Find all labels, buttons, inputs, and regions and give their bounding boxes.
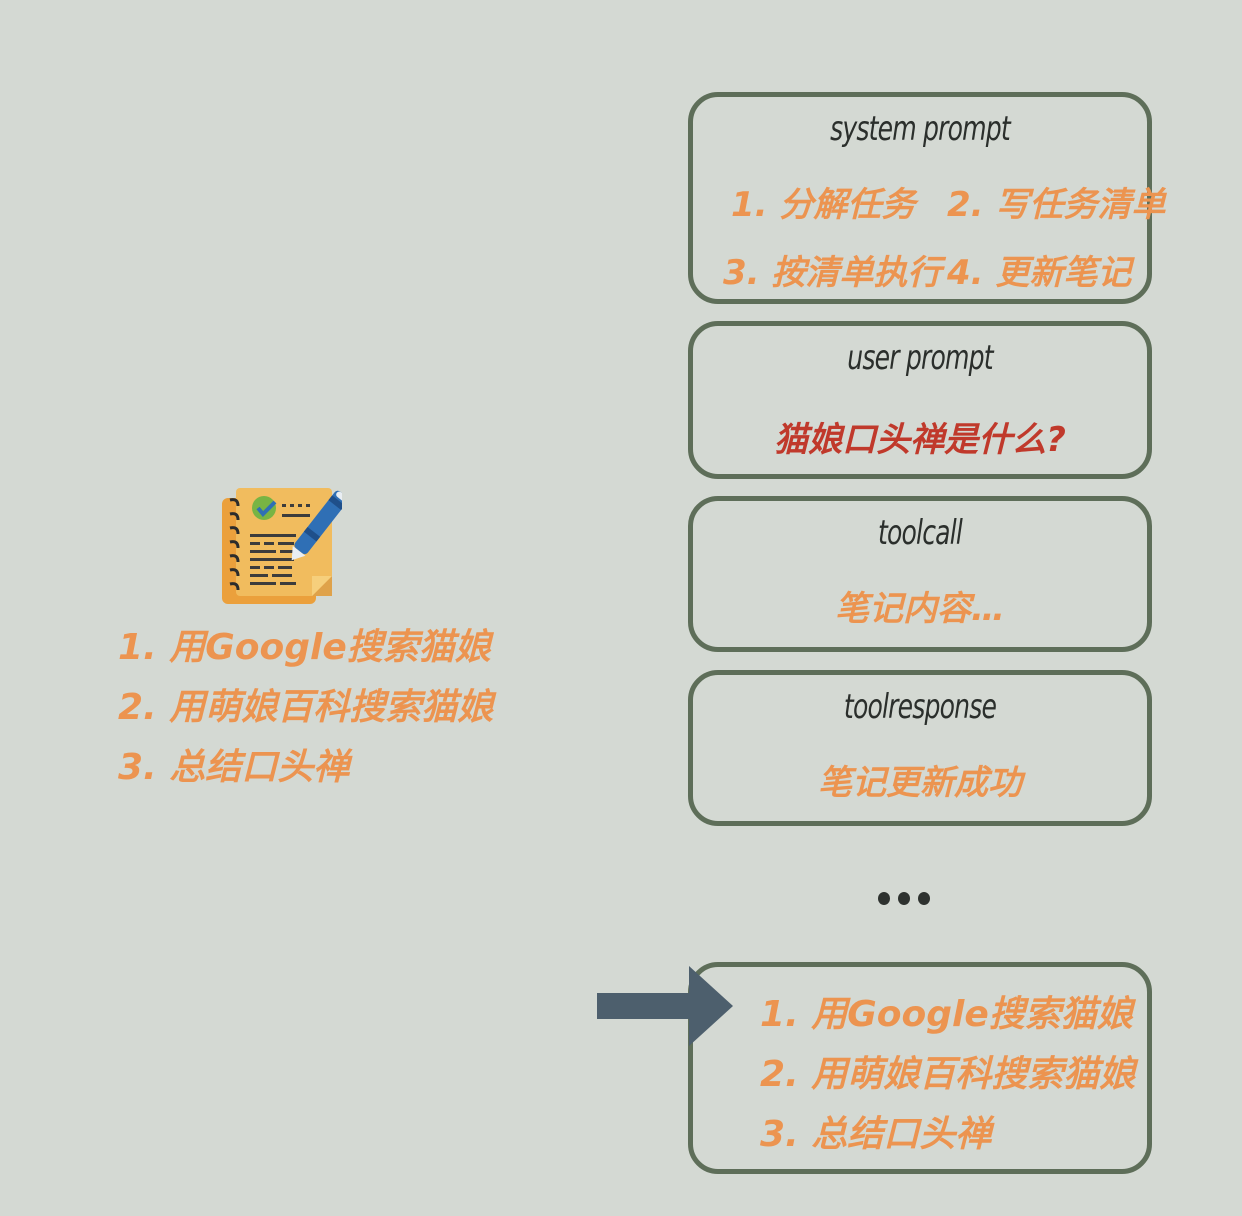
left-task-item: 1. 用Google搜索猫娘: [118, 627, 491, 668]
system-prompt-item: 3. 按清单执行: [723, 253, 942, 293]
final-task-item: 3. 总结口头禅: [760, 1114, 992, 1155]
final-task-item: 2. 用萌娘百科搜索猫娘: [760, 1054, 1136, 1095]
toolresponse-box: toolresponse 笔记更新成功: [688, 670, 1152, 826]
left-task-item: 3. 总结口头禅: [118, 747, 350, 788]
ellipsis-dot: [918, 892, 930, 905]
user-prompt-box: user prompt 猫娘口头禅是什么?: [688, 321, 1152, 479]
final-task-list: 1. 用Google搜索猫娘 2. 用萌娘百科搜索猫娘 3. 总结口头禅: [760, 985, 1135, 1165]
final-task-box: [688, 962, 1152, 1174]
ellipsis-dot: [898, 892, 910, 905]
toolcall-title: toolcall: [877, 513, 963, 553]
final-task-item: 1. 用Google搜索猫娘: [760, 994, 1133, 1035]
toolcall-box: toolcall 笔记内容…: [688, 496, 1152, 652]
notebook-checklist-icon: [220, 484, 349, 612]
left-task-list: 1. 用Google搜索猫娘 2. 用萌娘百科搜索猫娘 3. 总结口头禅: [118, 618, 493, 798]
toolcall-content: 笔记内容…: [835, 589, 1005, 629]
system-prompt-item: 1. 分解任务: [731, 185, 916, 225]
right-arrow-icon: [597, 966, 737, 1050]
toolresponse-content: 笔记更新成功: [818, 763, 1022, 803]
ellipsis: [878, 892, 930, 905]
system-prompt-box: system prompt 1. 分解任务 2. 写任务清单 3. 按清单执行 …: [688, 92, 1165, 304]
ellipsis-dot: [878, 892, 890, 905]
system-prompt-item: 2. 写任务清单: [947, 185, 1166, 225]
user-prompt-content: 猫娘口头禅是什么?: [774, 420, 1066, 460]
left-task-item: 2. 用萌娘百科搜索猫娘: [118, 687, 494, 728]
user-prompt-title: user prompt: [847, 338, 993, 378]
toolresponse-title: toolresponse: [843, 687, 997, 727]
system-prompt-item: 4. 更新笔记: [947, 253, 1132, 293]
system-prompt-title: system prompt: [830, 109, 1011, 149]
